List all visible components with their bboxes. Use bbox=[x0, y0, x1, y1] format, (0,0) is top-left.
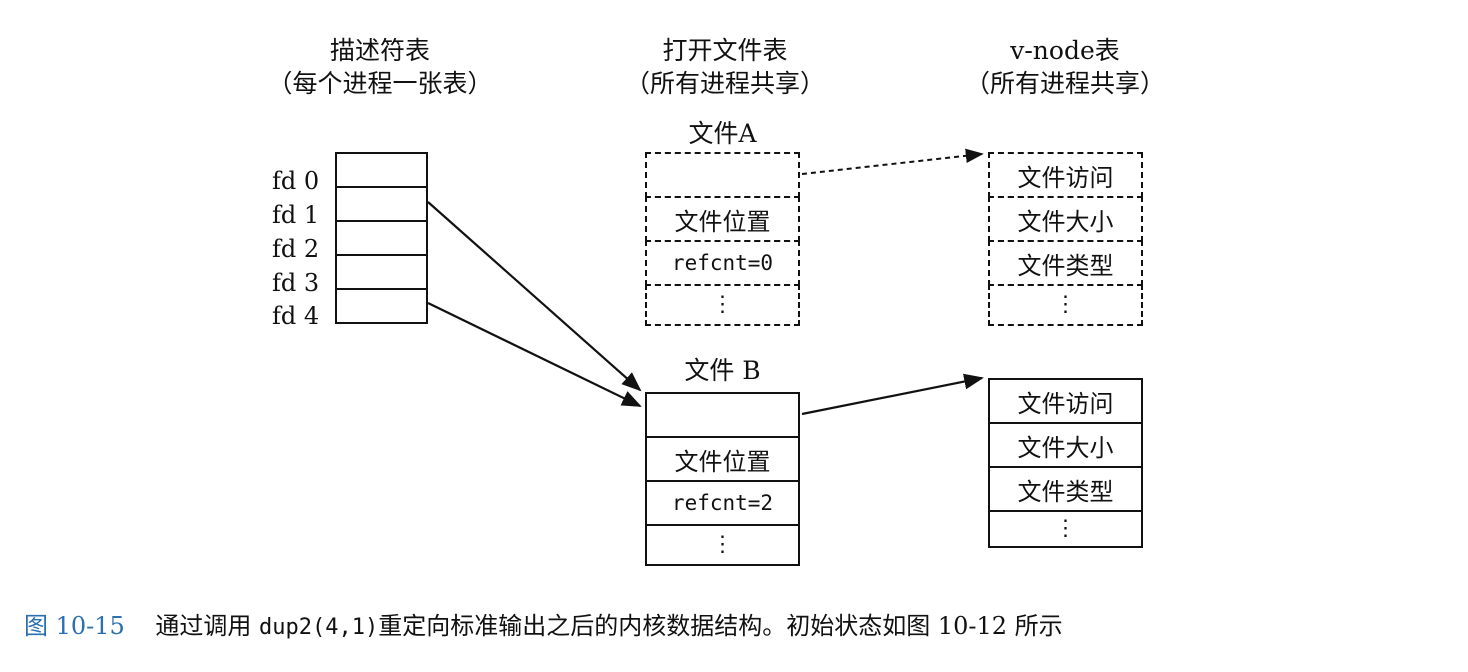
vnode-table-header: v-node表 （所有进程共享） bbox=[930, 34, 1200, 100]
file-b-label: 文件 B bbox=[684, 356, 761, 385]
vnode-b-access: 文件访问 bbox=[988, 378, 1143, 424]
file-b-ellipsis: ⋮ bbox=[645, 524, 800, 566]
fd-slot-4 bbox=[335, 288, 428, 324]
file-a-ellipsis: ⋮ bbox=[645, 284, 800, 326]
caption-text-before: 通过调用 bbox=[155, 612, 252, 640]
descriptor-table-subtitle: （每个进程一张表） bbox=[267, 69, 493, 98]
vnode-table-subtitle: （所有进程共享） bbox=[964, 69, 1165, 98]
fd-label-3: fd 3 bbox=[272, 269, 320, 297]
descriptor-table-header: 描述符表 （每个进程一张表） bbox=[240, 34, 520, 100]
fd-label-4: fd 4 bbox=[272, 302, 320, 330]
figure-caption: 图 10-15 通过调用 dup2(4,1)重定向标准输出之后的内核数据结构。初… bbox=[24, 606, 1063, 641]
vnode-b-type: 文件类型 bbox=[988, 466, 1143, 512]
caption-text-after: 重定向标准输出之后的内核数据结构。初始状态如图 10-12 所示 bbox=[378, 612, 1063, 640]
file-a-to-vnode-a-arrow bbox=[801, 148, 984, 175]
vnode-a-ellipsis: ⋮ bbox=[988, 284, 1143, 326]
fd-label-1: fd 1 bbox=[272, 201, 320, 229]
fd-label-0: fd 0 bbox=[272, 167, 320, 195]
fd-label-2: fd 2 bbox=[272, 235, 320, 263]
figure-number: 图 10-15 bbox=[24, 612, 125, 640]
open-file-table-title: 打开文件表 bbox=[662, 36, 788, 65]
file-a-label: 文件A bbox=[688, 119, 757, 148]
caption-code: dup2(4,1) bbox=[258, 615, 379, 640]
vnode-b-ellipsis: ⋮ bbox=[988, 510, 1143, 548]
fd4-to-file-b-arrow bbox=[427, 302, 642, 407]
descriptor-table-title: 描述符表 bbox=[329, 36, 430, 65]
fd1-to-file-b-arrow bbox=[427, 201, 642, 392]
open-file-table-header: 打开文件表 （所有进程共享） bbox=[590, 34, 860, 100]
vnode-table-title: v-node表 bbox=[1010, 36, 1120, 65]
open-file-table-subtitle: （所有进程共享） bbox=[624, 69, 825, 98]
file-b-to-vnode-b-arrow bbox=[801, 373, 984, 416]
